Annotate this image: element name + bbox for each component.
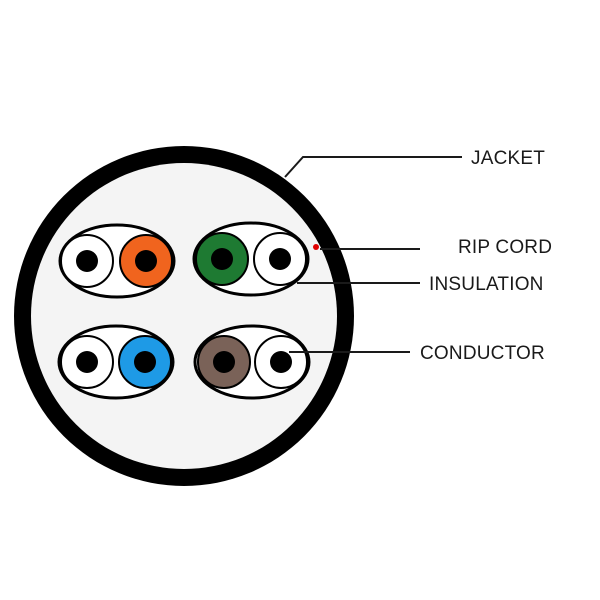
white-wire-conductor: [76, 351, 98, 373]
blue-wire-conductor: [134, 351, 156, 373]
white-wire-conductor: [270, 351, 292, 373]
pair-brown-white: [193, 324, 311, 400]
pair-white-blue: [57, 324, 175, 400]
jacket-label: JACKET: [471, 148, 545, 169]
green-wire-conductor: [211, 248, 233, 270]
conductor-label: CONDUCTOR: [420, 343, 545, 364]
pair-white-orange: [58, 223, 176, 299]
cable-interior: [31, 163, 337, 469]
jacket-leader-line: [284, 156, 462, 178]
brown-wire-conductor: [213, 351, 235, 373]
orange-wire-conductor: [135, 250, 157, 272]
insulation-label: INSULATION: [429, 274, 544, 295]
pair-green-white: [192, 221, 310, 297]
rip-cord-label: RIP CORD: [458, 237, 552, 258]
white-wire-conductor: [76, 250, 98, 272]
white-wire-conductor: [269, 248, 291, 270]
rip-cord-dot: [313, 244, 319, 250]
